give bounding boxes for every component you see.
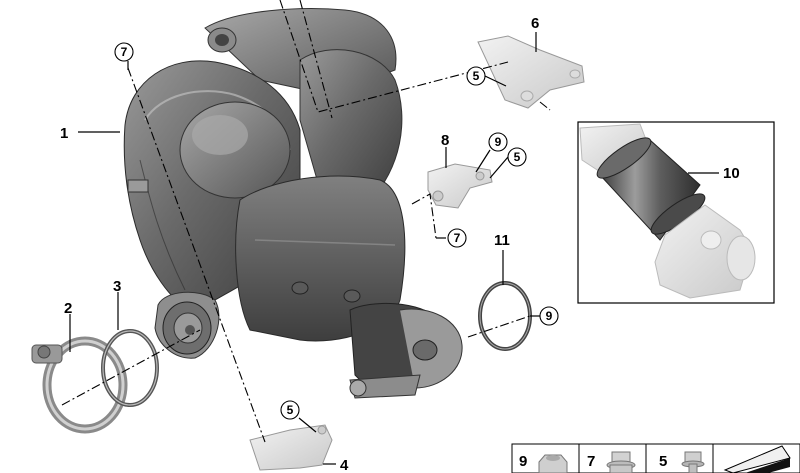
legend-number-9: 9 <box>519 453 527 470</box>
leader-lines <box>69 32 719 465</box>
callout-10: 10 <box>723 165 740 182</box>
bracket-6-illustration <box>477 35 585 109</box>
callout-6: 6 <box>531 15 539 32</box>
clamp-2-illustration <box>31 336 128 434</box>
callout-5-top: 5 <box>466 66 486 86</box>
hardware-legend: 9 7 5 <box>511 443 800 473</box>
nut-icon <box>538 454 568 473</box>
callout-1: 1 <box>60 125 68 142</box>
assembly-lines <box>61 0 551 443</box>
svg-text:5: 5 <box>514 150 521 164</box>
legend-number-7: 7 <box>587 453 595 470</box>
callout-8: 8 <box>441 132 449 149</box>
svg-text:9: 9 <box>495 135 502 149</box>
legend-number-5: 5 <box>659 453 667 470</box>
callout-11: 11 <box>494 232 510 249</box>
callout-5-bottom: 5 <box>280 400 300 420</box>
callout-2: 2 <box>64 300 72 317</box>
svg-text:9: 9 <box>546 309 553 323</box>
callout-5-mid: 5 <box>507 147 527 167</box>
svg-text:5: 5 <box>287 403 294 417</box>
callout-9-top: 9 <box>488 132 508 152</box>
svg-text:5: 5 <box>473 69 480 83</box>
bracket-4-illustration <box>249 424 333 471</box>
detail-inset <box>577 121 775 304</box>
callout-3: 3 <box>113 278 121 295</box>
callout-7-mid: 7 <box>447 228 467 248</box>
part-wedge-icon <box>723 445 791 473</box>
flange-nut-icon <box>606 451 636 473</box>
bracket-8-illustration <box>427 163 493 209</box>
gasket-11-illustration <box>478 281 532 351</box>
bolt-icon <box>681 451 705 473</box>
svg-text:7: 7 <box>454 231 461 245</box>
callout-4: 4 <box>340 457 349 473</box>
callout-7-top: 7 <box>114 42 134 62</box>
svg-text:7: 7 <box>121 45 128 59</box>
gasket-3-illustration <box>101 329 159 407</box>
catalytic-converter-illustration <box>123 8 463 399</box>
callout-9-right: 9 <box>539 306 559 326</box>
